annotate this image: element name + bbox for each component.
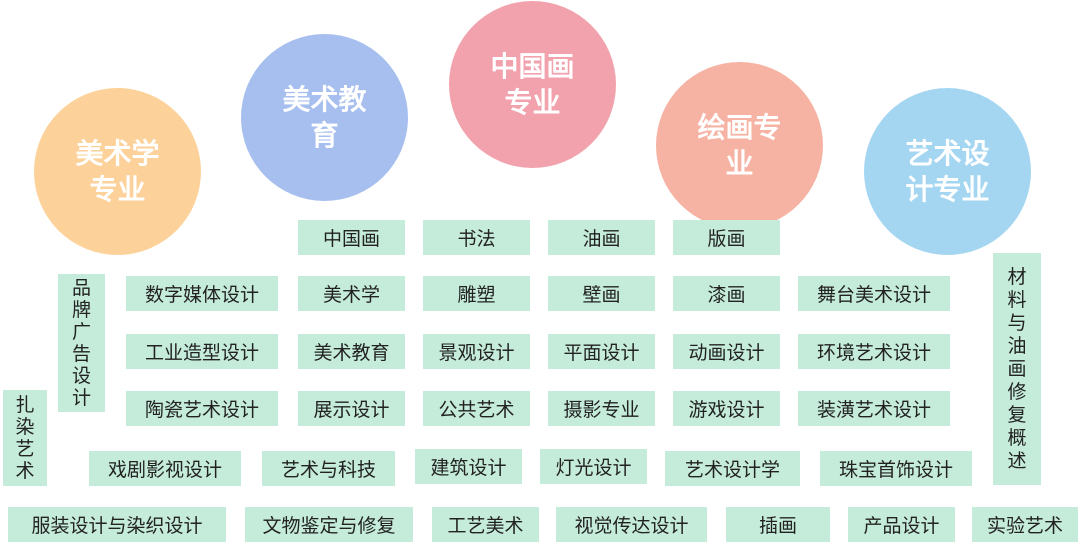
- tag-item: 数字媒体设计: [126, 276, 278, 311]
- circle-label: 美术教育: [282, 82, 367, 152]
- tag-item: 油画: [548, 220, 655, 255]
- circle-label: 艺术设计专业: [905, 136, 990, 206]
- vertical-tag-brand: 品牌广告设计: [58, 274, 105, 412]
- tag-item: 工业造型设计: [126, 334, 278, 369]
- tag-item: 书法: [423, 220, 530, 255]
- circle-label: 绘画专业: [697, 110, 782, 180]
- tag-item: 建筑设计: [415, 449, 522, 484]
- tag-item: 游戏设计: [673, 391, 780, 426]
- tag-item: 产品设计: [848, 507, 955, 542]
- tag-item: 壁画: [548, 276, 655, 311]
- tag-item: 美术学: [298, 276, 405, 311]
- tag-item: 陶瓷艺术设计: [126, 391, 278, 426]
- tag-item: 美术教育: [298, 334, 405, 369]
- tag-item: 动画设计: [673, 334, 780, 369]
- tag-item: 工艺美术: [432, 507, 539, 542]
- circle-art-design-major: 艺术设计专业: [864, 88, 1031, 255]
- circle-label: 美术学专业: [75, 136, 160, 206]
- tag-item: 平面设计: [548, 334, 655, 369]
- tag-item: 版画: [673, 220, 780, 255]
- tag-item: 戏剧影视设计: [89, 451, 241, 486]
- tag-item: 灯光设计: [540, 449, 647, 484]
- vertical-tag-label: 材料与油画修复概述: [1007, 265, 1027, 472]
- tag-item: 雕塑: [423, 276, 530, 311]
- tag-item: 文物鉴定与修复: [245, 507, 413, 542]
- tag-item: 漆画: [673, 276, 780, 311]
- tag-item: 实验艺术: [972, 507, 1078, 542]
- circle-art-education: 美术教育: [241, 34, 408, 201]
- tag-item: 展示设计: [298, 391, 405, 426]
- tag-item: 艺术与科技: [262, 451, 395, 486]
- vertical-tag-dye: 扎染艺术: [3, 390, 47, 486]
- tag-item: 装潢艺术设计: [798, 391, 950, 426]
- vertical-tag-restore: 材料与油画修复概述: [993, 253, 1041, 485]
- tag-item: 摄影专业: [548, 391, 655, 426]
- vertical-tag-label: 扎染艺术: [15, 394, 35, 482]
- tag-item: 视觉传达设计: [556, 507, 707, 542]
- circle-chinese-painting-major: 中国画专业: [449, 1, 616, 168]
- tag-item: 中国画: [298, 220, 405, 255]
- tag-item: 公共艺术: [423, 391, 530, 426]
- circle-fine-arts-major: 美术学专业: [34, 88, 201, 255]
- tag-item: 舞台美术设计: [798, 276, 950, 311]
- tag-item: 艺术设计学: [665, 451, 800, 486]
- circle-painting-major: 绘画专业: [656, 62, 823, 229]
- circle-label: 中国画专业: [490, 49, 575, 119]
- vertical-tag-label: 品牌广告设计: [71, 277, 91, 409]
- tag-item: 环境艺术设计: [798, 334, 950, 369]
- tag-item: 珠宝首饰设计: [820, 451, 972, 486]
- tag-item: 服装设计与染织设计: [8, 507, 226, 542]
- tag-item: 景观设计: [423, 334, 530, 369]
- tag-item: 插画: [726, 507, 830, 542]
